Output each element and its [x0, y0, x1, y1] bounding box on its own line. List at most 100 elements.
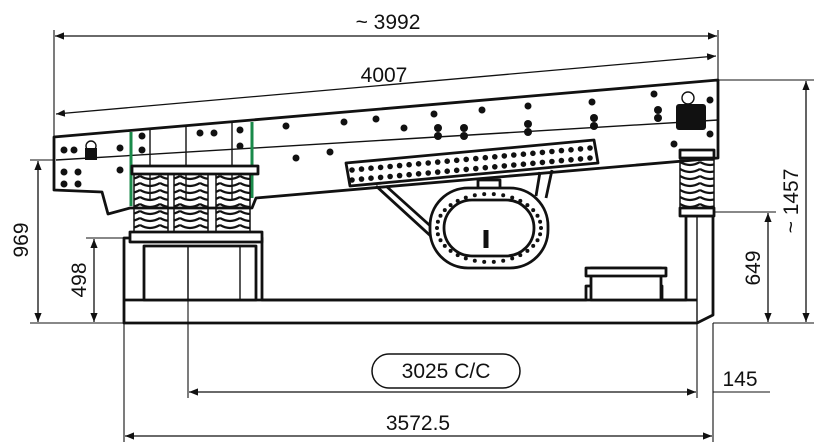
perforation-hole [453, 167, 460, 174]
perforation-hole [473, 155, 479, 162]
perforation-hole [577, 146, 584, 152]
dim-spring-centers: 3025 C/C [402, 360, 491, 383]
perforation-hole [501, 153, 508, 159]
dim-discharge-height: 649 [742, 250, 765, 285]
perforation-hole [444, 158, 451, 164]
dim-overall-length: ~ 3992 [356, 11, 421, 34]
perforation-hole [520, 161, 527, 167]
drive-box [584, 266, 668, 302]
dim-deck-length: 4007 [361, 64, 408, 87]
perforation-hole [587, 155, 593, 161]
perforation-hole [387, 163, 393, 170]
spring-3 [215, 173, 251, 233]
perforation-hole [425, 170, 432, 176]
perforation-hole [501, 163, 508, 169]
perforation-hole [577, 156, 584, 162]
perforation-hole [511, 162, 517, 168]
ring-hole [501, 258, 506, 263]
perforation-hole [587, 145, 593, 151]
perforation-hole [377, 164, 384, 171]
exciter-mount [375, 169, 554, 270]
ring-hole [472, 258, 477, 263]
perforation-hole [539, 159, 546, 166]
dim-offset: 145 [722, 368, 757, 391]
deck-holes [60, 90, 714, 188]
perforation-hole [415, 171, 422, 177]
perforation-hole [492, 154, 498, 160]
perforation-hole [425, 160, 432, 166]
ring-hole [491, 192, 496, 197]
perforation-hole [406, 161, 412, 168]
dim-base-height: 498 [68, 262, 91, 297]
spring-centers-label: 3025 C/C [371, 353, 521, 389]
ring-hole [463, 195, 468, 200]
perforation-hole [434, 169, 441, 175]
perforation-hole [492, 164, 498, 170]
perforation-hole [549, 158, 555, 165]
ring-hole [538, 232, 543, 237]
perforation-hole [549, 148, 555, 155]
ring-hole [435, 219, 440, 224]
ring-hole [525, 203, 530, 208]
perforation-hole [463, 156, 470, 163]
ring-hole [535, 213, 540, 218]
perforation-hole [387, 173, 393, 180]
dim-overall-height: ~ 1457 [780, 169, 803, 234]
ring-hole [525, 248, 530, 253]
perforation-hole [434, 159, 441, 165]
perforation-hole [377, 174, 384, 181]
perforation-hole [482, 154, 489, 161]
ring-hole [518, 253, 523, 258]
ring-hole [448, 203, 453, 208]
ring-hole [531, 208, 536, 213]
dim-base-length: 3572.5 [386, 412, 450, 435]
ring-hole [518, 198, 523, 203]
perforation-hole [473, 165, 479, 172]
ring-hole [435, 226, 439, 230]
perforation-hole [558, 147, 565, 154]
ring-hole [438, 238, 443, 243]
ring-hole [482, 192, 487, 197]
perforation-hole [396, 162, 403, 169]
perforation-hole [530, 160, 536, 167]
springs [128, 148, 716, 244]
ring-hole [438, 213, 443, 218]
perforation-hole [368, 165, 374, 171]
perforation-hole [568, 147, 574, 153]
dim-feed-height: 969 [10, 222, 33, 257]
perforation-hole [349, 177, 355, 183]
perforation-hole [511, 152, 517, 158]
ring-hole [535, 238, 540, 243]
perforation-hole [453, 157, 460, 164]
ring-hole [538, 219, 543, 224]
perforation-hole [463, 166, 470, 173]
perforated-crossbar [344, 138, 600, 188]
ring-hole [435, 232, 440, 237]
ring-hole [501, 193, 506, 198]
ring-hole [531, 243, 536, 248]
ring-hole [463, 256, 468, 261]
ring-hole [491, 259, 496, 264]
ring-hole [510, 195, 515, 200]
perforation-hole [368, 175, 374, 181]
perforation-hole [406, 171, 412, 178]
perforation-hole [482, 164, 489, 171]
perforation-hole [539, 149, 546, 156]
spring-1 [133, 173, 169, 233]
ring-hole [510, 256, 515, 261]
perforation-hole [349, 167, 355, 173]
perforation-hole [568, 157, 574, 163]
ring-hole [448, 248, 453, 253]
spring-2 [173, 173, 209, 233]
ring-hole [442, 208, 447, 213]
perforation-hole [396, 172, 403, 179]
dimension-lines [30, 30, 814, 442]
ring-hole [482, 259, 487, 264]
perforation-hole [415, 161, 422, 167]
ring-hole [472, 193, 477, 198]
base-frame [122, 214, 715, 325]
lifting-lug-icon [85, 140, 97, 160]
perforation-hole [558, 157, 565, 164]
ring-hole [442, 243, 447, 248]
